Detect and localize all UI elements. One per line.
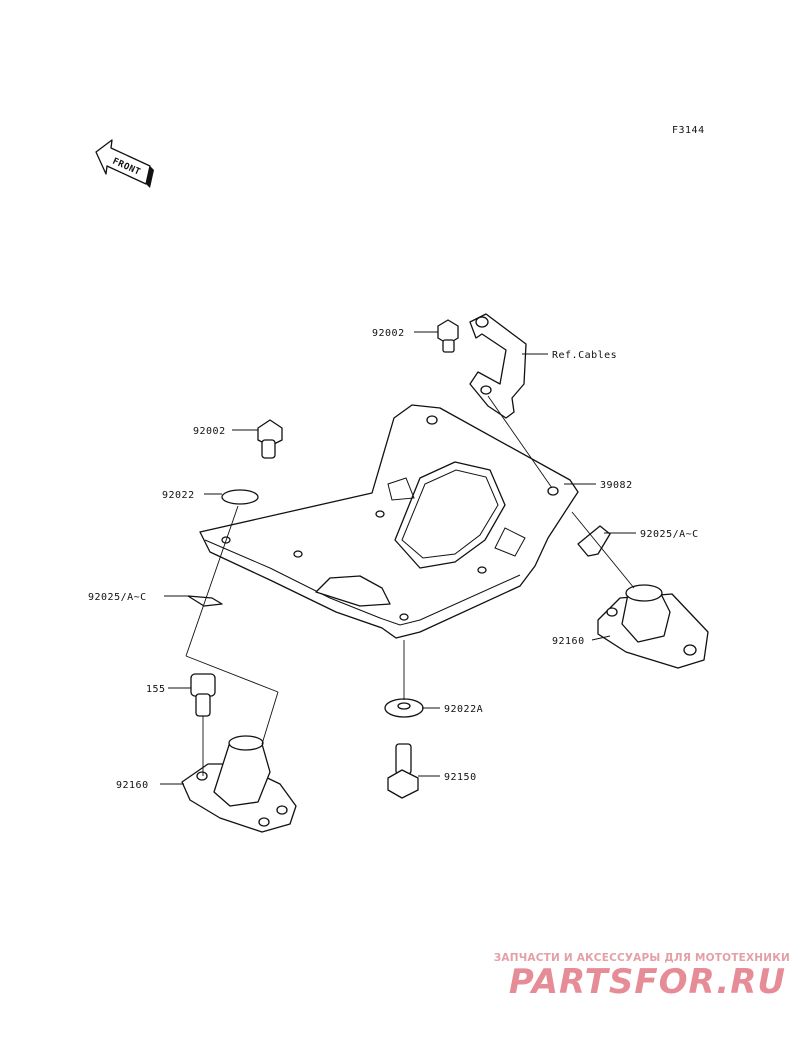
cable-bracket — [469, 313, 527, 419]
front-arrow-icon: FRONT — [95, 139, 154, 188]
label-39082: 39082 — [600, 480, 633, 491]
label-92150: 92150 — [444, 772, 477, 783]
bolt-155 — [190, 673, 216, 717]
engine-mount-bracket — [199, 404, 579, 639]
watermark-tagline: ЗАПЧАСТИ И АКСЕССУАРЫ ДЛЯ МОТОТЕХНИКИ — [493, 952, 790, 964]
leader-lines — [160, 331, 636, 785]
label-92002-left: 92002 — [193, 426, 226, 437]
label-92022A: 92022A — [444, 704, 483, 715]
label-92002-top: 92002 — [372, 328, 405, 339]
bolt-92002-left — [257, 419, 283, 459]
watermark-logo[interactable]: PARTSFOR.RU — [508, 962, 786, 1002]
label-92160-left: 92160 — [116, 780, 149, 791]
washer-92022A — [384, 698, 424, 718]
engine-mount-right — [597, 584, 709, 669]
label-ref-cables: Ref.Cables — [552, 350, 617, 361]
clip-92025-right — [577, 525, 611, 557]
bolt-92150 — [387, 743, 419, 799]
label-92022: 92022 — [162, 490, 195, 501]
label-92025-right: 92025/A~C — [640, 529, 699, 540]
label-92160-right: 92160 — [552, 636, 585, 647]
engine-mount-left — [181, 735, 297, 833]
bolt-92002-top — [437, 319, 459, 353]
washer-92022 — [221, 489, 259, 505]
figure-code: F3144 — [672, 125, 705, 136]
label-155: 155 — [146, 684, 166, 695]
part-labels: 92002 Ref.Cables 92002 39082 92022 92025… — [88, 328, 699, 791]
label-92025-left: 92025/A~C — [88, 592, 147, 603]
